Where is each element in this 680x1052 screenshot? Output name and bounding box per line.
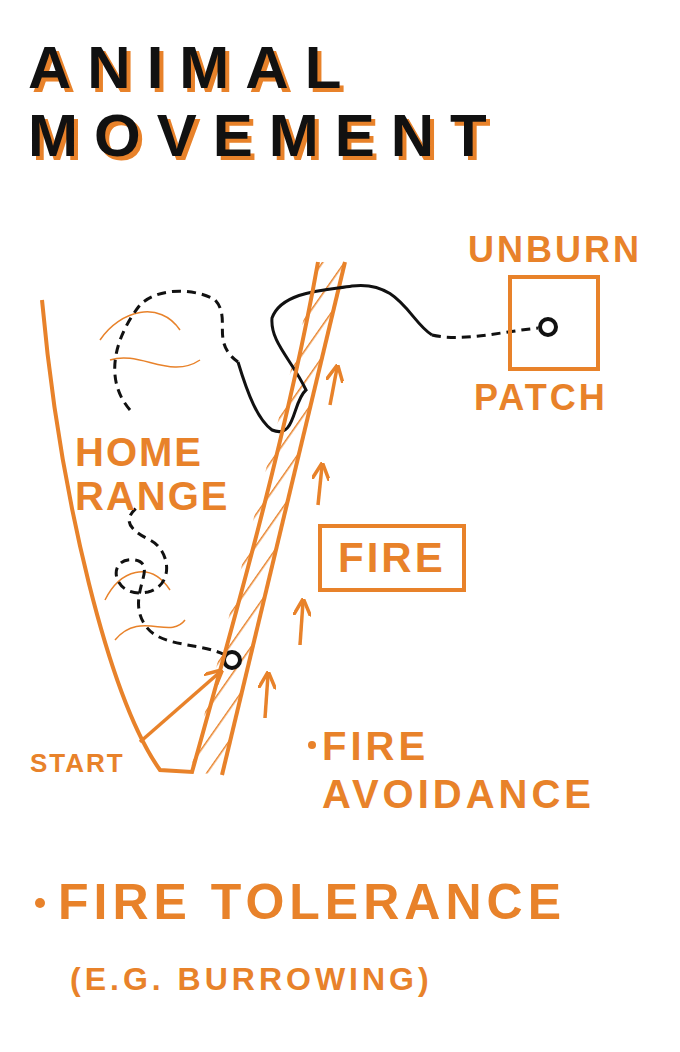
home-range: HOME RANGE xyxy=(30,255,330,785)
movement-path xyxy=(115,291,238,410)
patch-square xyxy=(508,275,600,371)
patch-label: PATCH xyxy=(474,378,608,418)
location-dot xyxy=(540,319,556,335)
bullet xyxy=(35,898,45,908)
fire-front xyxy=(222,262,345,775)
fire-label: FIRE xyxy=(338,534,446,582)
home-range-outline xyxy=(30,255,330,785)
movement-path xyxy=(432,328,538,337)
label: FIRE TOLERANCE xyxy=(58,872,673,932)
fire-arrow xyxy=(265,675,268,718)
fire-arrow xyxy=(318,466,322,505)
fire-arrow xyxy=(330,368,337,405)
home-range-label: HOME RANGE xyxy=(75,430,265,518)
label: START xyxy=(30,748,170,779)
label: FIRE AVOIDANCE xyxy=(322,722,642,818)
patch-label: UNBURN xyxy=(468,230,642,270)
fire-arrow xyxy=(300,602,303,645)
label: (E.G. BURROWING) xyxy=(70,960,630,998)
title: ANIMAL MOVEMENT xyxy=(28,34,628,170)
movement-path xyxy=(116,505,225,655)
bullet xyxy=(308,741,316,749)
fire-box: FIRE xyxy=(318,524,466,592)
unburn-patch: UNBURN PATCH xyxy=(468,226,673,426)
movement-path xyxy=(238,285,432,431)
home-range-line xyxy=(42,262,318,772)
